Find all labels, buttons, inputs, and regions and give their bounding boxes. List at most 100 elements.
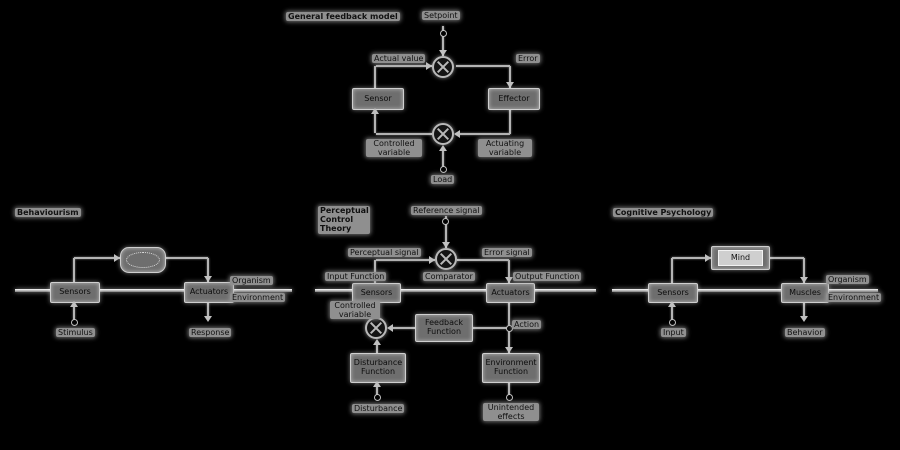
arrowhead-right-icon bbox=[705, 254, 711, 262]
terminal-dot bbox=[442, 218, 449, 225]
arrowhead-down-icon bbox=[506, 82, 514, 88]
arrowhead-up-icon bbox=[371, 108, 379, 114]
connector-line bbox=[442, 148, 444, 167]
connector-line bbox=[768, 257, 804, 259]
connector-line bbox=[442, 26, 444, 56]
arrowhead-down-icon bbox=[204, 276, 212, 282]
arrowhead-up-icon bbox=[70, 301, 78, 307]
connector-line bbox=[672, 257, 711, 259]
cognitive-input-label: Input bbox=[661, 328, 686, 338]
connector-line bbox=[74, 257, 120, 259]
terminal-dot bbox=[440, 30, 447, 37]
connector-line bbox=[456, 65, 510, 67]
pct-error-signal-label: Error signal bbox=[482, 248, 532, 258]
behaviourism-response-label: Response bbox=[189, 328, 232, 338]
connector-line bbox=[374, 260, 376, 283]
connector-line bbox=[207, 258, 209, 282]
cognitive-mind-box: Mind bbox=[711, 246, 770, 270]
cognitive-organism-label: Organism bbox=[826, 275, 869, 285]
connector-line bbox=[73, 304, 75, 320]
connector-line bbox=[392, 327, 415, 329]
general-controlled-variable-label: Controlled variable bbox=[366, 139, 422, 158]
connector-line bbox=[509, 66, 511, 88]
cognitive-muscles-box: Muscles bbox=[781, 283, 829, 303]
pct-sensors-box: Sensors bbox=[352, 283, 401, 303]
pct-reference-signal-label: Reference signal bbox=[411, 206, 482, 216]
connector-line bbox=[376, 259, 435, 261]
cognitive-title: Cognitive Psychology bbox=[613, 208, 714, 218]
organism-environment-boundary bbox=[315, 289, 596, 292]
mind-inner-box: Mind bbox=[718, 250, 763, 266]
pct-perceptual-signal-label: Perceptual signal bbox=[348, 248, 421, 258]
connector-line bbox=[445, 216, 447, 248]
organism-environment-boundary bbox=[612, 289, 878, 292]
connector-line bbox=[803, 302, 805, 318]
connector-line bbox=[671, 258, 673, 283]
behaviourism-blackbox bbox=[120, 247, 166, 273]
connector-line bbox=[73, 258, 75, 282]
arrowhead-down-icon bbox=[204, 316, 212, 322]
arrowhead-left-icon bbox=[387, 324, 393, 332]
arrowhead-up-icon bbox=[373, 381, 381, 387]
pct-actuators-box: Actuators bbox=[486, 283, 535, 303]
terminal-dot bbox=[374, 394, 381, 401]
behaviourism-environment-label: Environment bbox=[230, 293, 286, 303]
pct-title: Perceptual Control Theory bbox=[318, 206, 370, 234]
general-actual-value-label: Actual value bbox=[372, 54, 426, 64]
connector-line bbox=[376, 384, 378, 395]
connector-line bbox=[671, 304, 673, 320]
general-actuating-variable-label: Actuating variable bbox=[478, 139, 532, 158]
arrowhead-down-icon bbox=[800, 277, 808, 283]
blackbox-ellipse-icon bbox=[126, 252, 160, 268]
pct-action-label: Action bbox=[512, 320, 542, 330]
connector-line bbox=[374, 66, 376, 88]
behaviourism-organism-label: Organism bbox=[230, 276, 273, 286]
arrowhead-up-icon bbox=[373, 339, 381, 345]
connector-line bbox=[164, 257, 208, 259]
pct-comparator-label: Comparator bbox=[423, 272, 475, 282]
terminal-dot bbox=[71, 319, 78, 326]
arrowhead-right-icon bbox=[429, 256, 435, 264]
behaviourism-title: Behaviourism bbox=[15, 208, 81, 218]
general-error-label: Error bbox=[516, 54, 540, 64]
pct-input-function-label: Input Function bbox=[325, 272, 387, 282]
arrowhead-down-icon bbox=[439, 50, 447, 56]
terminal-dot bbox=[506, 394, 513, 401]
behaviourism-actuators-box: Actuators bbox=[184, 282, 234, 303]
arrowhead-down-icon bbox=[442, 242, 450, 248]
general-load-label: Load bbox=[431, 175, 455, 185]
general-title: General feedback model bbox=[286, 12, 400, 22]
cognitive-behavior-label: Behavior bbox=[785, 328, 825, 338]
pct-comparator-junction-icon bbox=[435, 248, 457, 270]
arrowhead-down-icon bbox=[505, 347, 513, 353]
pct-environment-function-box: Environment Function bbox=[482, 353, 540, 383]
connector-line bbox=[471, 327, 509, 329]
connector-line bbox=[508, 381, 510, 395]
connector-line bbox=[508, 260, 510, 283]
pct-controlled-variable-label: Controlled variable bbox=[330, 301, 380, 320]
general-sensor-box: Sensor bbox=[352, 88, 404, 110]
pct-output-function-label: Output Function bbox=[513, 272, 582, 282]
pct-input-quantity-junction-icon bbox=[365, 317, 387, 339]
arrowhead-down-icon bbox=[505, 277, 513, 283]
arrowhead-right-icon bbox=[114, 254, 120, 262]
arrowhead-down-icon bbox=[800, 316, 808, 322]
arrowhead-up-icon bbox=[439, 145, 447, 151]
connector-line bbox=[207, 302, 209, 318]
summing-junction-icon bbox=[432, 123, 454, 145]
general-effector-box: Effector bbox=[488, 88, 540, 110]
behaviourism-stimulus-label: Stimulus bbox=[56, 328, 95, 338]
general-setpoint-label: Setpoint bbox=[422, 11, 460, 21]
behaviourism-sensors-box: Sensors bbox=[50, 282, 100, 303]
connector-line bbox=[376, 342, 378, 353]
connector-line bbox=[374, 109, 376, 133]
connector-line bbox=[376, 65, 432, 67]
connector-line bbox=[457, 259, 509, 261]
pct-feedback-function-box: Feedback Function bbox=[415, 314, 473, 342]
comparator-junction-icon bbox=[432, 56, 454, 78]
pct-unintended-effects-label: Unintended effects bbox=[483, 403, 539, 422]
cognitive-sensors-box: Sensors bbox=[648, 283, 698, 303]
cognitive-environment-label: Environment bbox=[826, 293, 882, 303]
connector-line bbox=[803, 258, 805, 283]
